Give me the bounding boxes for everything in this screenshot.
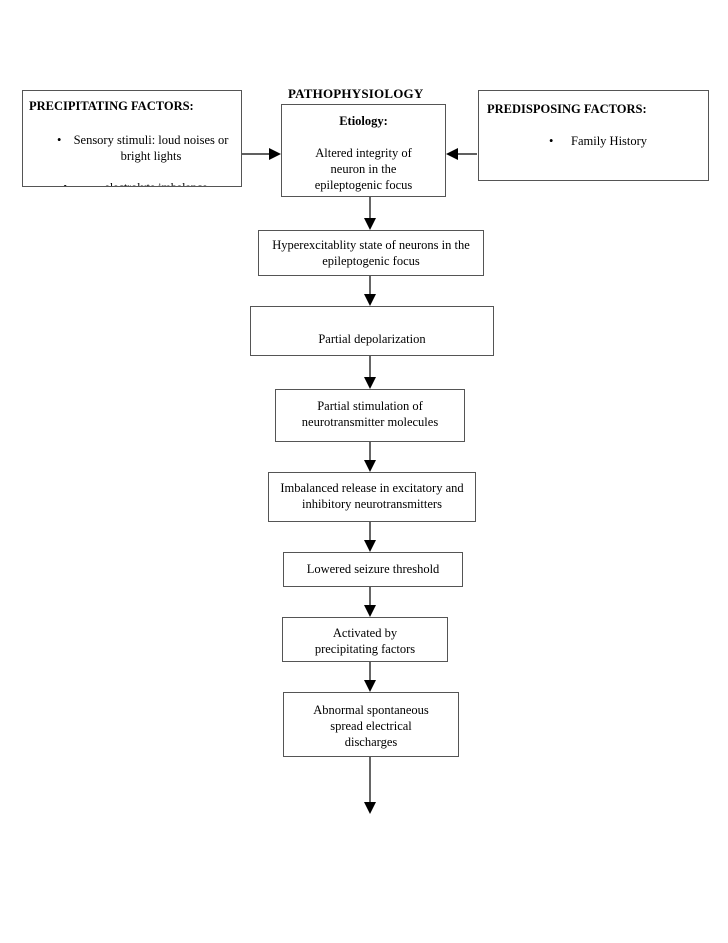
precipitating-factors-box: PRECIPITATING FACTORS: • Sensory stimuli… — [22, 90, 242, 187]
precipitating-item: • electrolyte imbalance — [63, 179, 233, 187]
flow-step-hyperexcitability: Hyperexcitablity state of neurons in the… — [258, 230, 484, 276]
precipitating-item-text: Sensory stimuli: loud noises or bright l… — [73, 133, 229, 163]
flow-step-lowered-threshold: Lowered seizure threshold — [283, 552, 463, 587]
flow-step-text: Partial stimulation of neurotransmitter … — [301, 399, 439, 429]
precipitating-item: • Sensory stimuli: loud noises or bright… — [57, 132, 228, 164]
flow-step-partial-depolarization: Partial depolarization (high voltage ele… — [250, 306, 494, 356]
precipitating-item-text: electrolyte imbalance — [104, 180, 208, 187]
predisposing-factors-heading: PREDISPOSING FACTORS: — [487, 102, 647, 116]
predisposing-item-text: Family History — [571, 134, 648, 148]
bullet-icon: • — [63, 180, 68, 187]
flow-step-text: Hyperexcitablity state of neurons in the… — [272, 238, 470, 268]
flow-step-activated: Activated by precipitating factors — [282, 617, 448, 662]
flow-step-text: Imbalanced release in excitatory and inh… — [280, 481, 464, 511]
flow-step-text: Abnormal spontaneous spread electrical d… — [313, 703, 429, 749]
bullet-icon: • — [549, 134, 554, 148]
diagram-title: PATHOPHYSIOLOGY — [288, 86, 424, 101]
flow-step-imbalanced-release: Imbalanced release in excitatory and inh… — [268, 472, 476, 522]
etiology-box: Etiology: Altered integrity of neuron in… — [281, 104, 446, 197]
flow-step-abnormal-discharges: Abnormal spontaneous spread electrical d… — [283, 692, 459, 757]
predisposing-item: • Family History — [549, 133, 647, 149]
etiology-text: Altered integrity of neuron in the epile… — [314, 146, 413, 192]
flow-step-text: Activated by precipitating factors — [314, 626, 416, 656]
precipitating-factors-heading: PRECIPITATING FACTORS: — [29, 99, 194, 113]
etiology-heading: Etiology: — [339, 114, 388, 128]
bullet-icon: • — [57, 133, 62, 147]
flow-step-partial-stimulation: Partial stimulation of neurotransmitter … — [275, 389, 465, 442]
flow-step-text: Partial depolarization (high voltage ele… — [318, 332, 426, 346]
predisposing-factors-box: PREDISPOSING FACTORS: • Family History — [478, 90, 709, 181]
flow-step-text: Lowered seizure threshold — [306, 562, 440, 576]
